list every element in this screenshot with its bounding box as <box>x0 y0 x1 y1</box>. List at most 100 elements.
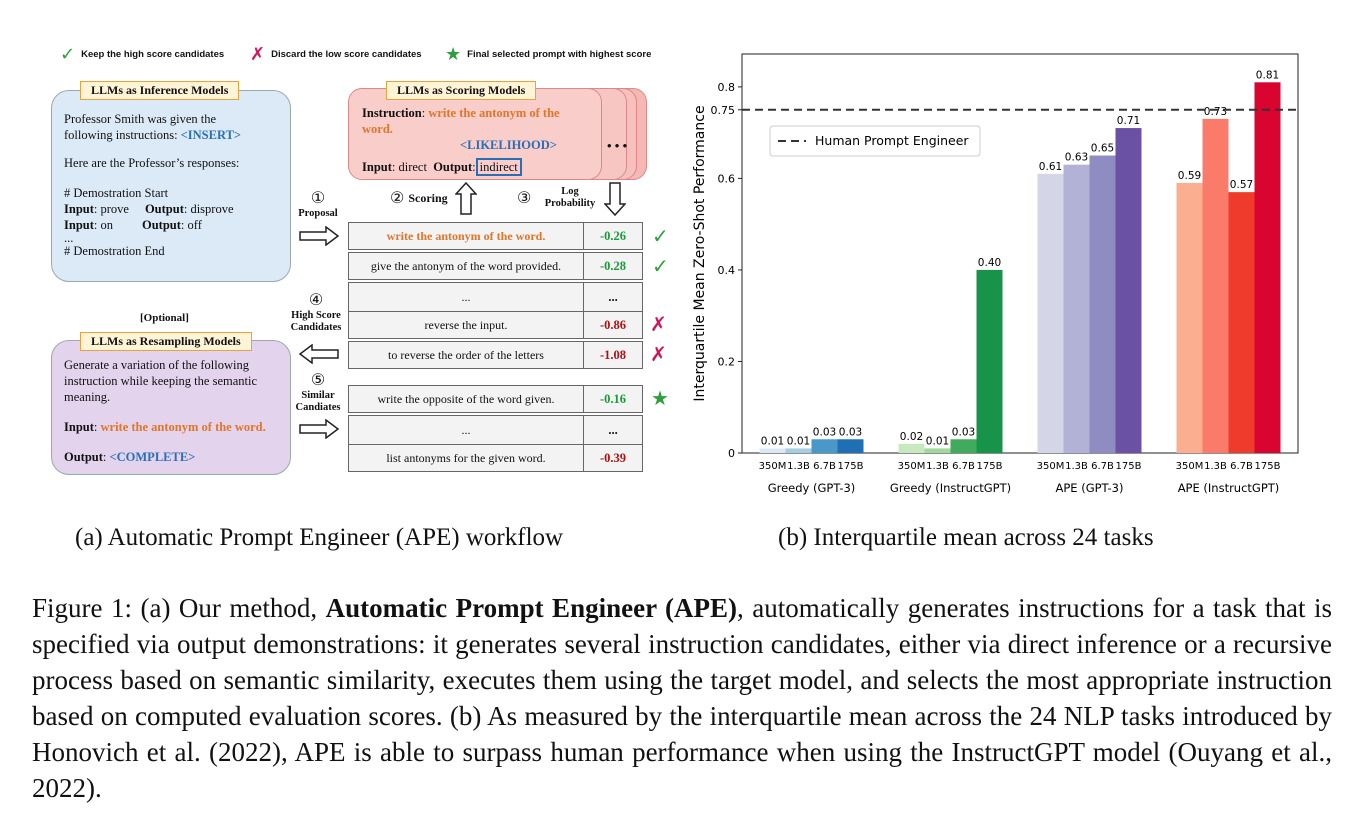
step-similar: ⑤ Similar Candiates <box>295 372 341 413</box>
y-tick-label: 0.75 <box>711 104 736 117</box>
bar <box>759 448 786 453</box>
bar-value-label: 0.02 <box>900 431 923 443</box>
complete-token: <COMPLETE> <box>109 450 196 464</box>
resampling-title: LLMs as Resampling Models <box>80 332 252 351</box>
cross-icon: ✗ <box>250 44 266 65</box>
resampling-box <box>51 340 291 475</box>
figure-caption: Figure 1: (a) Our method, Automatic Prom… <box>32 593 1332 803</box>
insert-token: <INSERT> <box>180 128 242 142</box>
step-high-score: ④ High Score Candidates <box>290 292 342 333</box>
inference-text: Professor Smith was given the following … <box>64 111 284 259</box>
x-size-label: 1.3B <box>926 461 949 472</box>
bar-value-label: 0.65 <box>1091 143 1114 155</box>
legend-final: ★ Final selected prompt with highest sco… <box>445 44 651 65</box>
step-proposal: ① Proposal <box>298 190 338 219</box>
caption-b: (b) Interquartile mean across 24 tasks <box>778 524 1154 551</box>
check-icon: ✓ <box>60 44 76 65</box>
candidate-row-8: list antonyms for the given word. <box>348 444 584 472</box>
y-tick-label: 0.6 <box>718 172 736 185</box>
x-size-label: 6.7B <box>1091 461 1114 472</box>
bar <box>811 439 838 453</box>
x-size-label: 6.7B <box>813 461 836 472</box>
bar-value-label: 0.40 <box>978 257 1001 269</box>
demo-end: # Demostration End <box>64 244 165 258</box>
candidate-score-4: -0.86 <box>583 311 643 339</box>
y-axis-label: Interquartile Mean Zero-Shot Performance <box>692 105 708 401</box>
bar-value-label: 0.63 <box>1065 152 1088 164</box>
bar-value-label: 0.61 <box>1039 161 1062 173</box>
x-group-label: Greedy (InstructGPT) <box>890 481 1011 495</box>
inference-line1: Professor Smith was given the <box>64 112 217 126</box>
arrow-right-1 <box>299 226 340 246</box>
bar-value-label: 0.03 <box>839 426 862 438</box>
x-size-label: 6.7B <box>952 461 975 472</box>
x-size-label: 350M <box>1037 461 1065 472</box>
step-scoring: ② Scoring <box>390 190 448 207</box>
bar <box>898 443 925 453</box>
y-tick-label: 0.2 <box>718 355 736 368</box>
x-size-label: 350M <box>898 461 926 472</box>
candidate-score-3: ... <box>583 282 643 312</box>
candidate-score-5: -1.08 <box>583 341 643 369</box>
bar-value-label: 0.57 <box>1230 179 1253 191</box>
chart-legend <box>769 125 981 157</box>
legend-keep-label: Keep the high score candidates <box>81 49 225 60</box>
x-size-label: 1.3B <box>787 461 810 472</box>
scoring-text: Instruction: write the antonym of the wo… <box>362 105 592 176</box>
x-group-label: Greedy (GPT-3) <box>768 481 856 495</box>
bar-value-label: 0.59 <box>1178 170 1201 182</box>
check-icon: ✓ <box>652 254 669 278</box>
more-dots: • • • <box>607 138 628 153</box>
candidate-row-3: ... <box>348 282 584 312</box>
step3-num: ③ <box>517 190 532 207</box>
legend-discard: ✗ Discard the low score candidates <box>250 44 422 65</box>
bar-value-label: 0.01 <box>926 435 949 447</box>
candidate-row-7: ... <box>348 415 584 445</box>
likelihood-token: <LIKELIHOOD> <box>460 138 557 152</box>
x-group-label: APE (GPT-3) <box>1056 481 1124 495</box>
cross-icon: ✗ <box>650 342 667 366</box>
candidate-score-8: -0.39 <box>583 444 643 472</box>
inference-box <box>51 90 291 282</box>
scoring-box <box>348 88 602 180</box>
resampling-text: Generate a variation of the following in… <box>64 358 266 464</box>
bar-value-label: 0.73 <box>1204 106 1227 118</box>
bar <box>1254 82 1281 453</box>
optional-label: [Optional] <box>140 312 189 324</box>
x-size-label: 6.7B <box>1230 461 1253 472</box>
candidate-score-6: -0.16 <box>583 385 643 413</box>
legend-keep: ✓ Keep the high score candidates <box>60 44 224 65</box>
bar-value-label: 0.81 <box>1256 69 1279 81</box>
bar <box>1063 164 1090 453</box>
step-log-prob: Log Probability <box>544 186 596 209</box>
bar <box>976 269 1003 453</box>
bar <box>1228 192 1255 453</box>
x-size-label: 350M <box>759 461 787 472</box>
x-group-label: APE (InstructGPT) <box>1178 481 1280 495</box>
scoring-title: LLMs as Scoring Models <box>386 81 537 100</box>
star-icon: ★ <box>445 44 462 65</box>
scoring-output: indirect <box>475 158 522 176</box>
resampling-input: write the antonym of the word. <box>100 420 266 434</box>
x-size-label: 175B <box>838 461 864 472</box>
candidate-row-2: give the antonym of the word provided. <box>348 252 584 280</box>
bar-value-label: 0.01 <box>761 435 784 447</box>
candidate-row-4: reverse the input. <box>348 311 584 339</box>
bar-value-label: 0.01 <box>787 435 810 447</box>
arrow-right-2 <box>299 419 340 439</box>
bar <box>1202 118 1229 453</box>
y-tick-label: 0.4 <box>718 264 736 277</box>
bar <box>785 448 812 453</box>
candidate-row-1: write the antonym of the word. <box>348 222 584 250</box>
bar <box>1037 173 1064 453</box>
candidate-score-2: -0.28 <box>583 252 643 280</box>
plot-frame <box>741 53 1299 454</box>
inference-title: LLMs as Inference Models <box>80 81 240 100</box>
inference-line3: Here are the Professor’s responses: <box>64 156 240 170</box>
candidate-score-1: -0.26 <box>583 222 643 250</box>
arrow-up <box>455 182 477 215</box>
inference-line2: following instructions: <INSERT> <box>64 128 242 142</box>
